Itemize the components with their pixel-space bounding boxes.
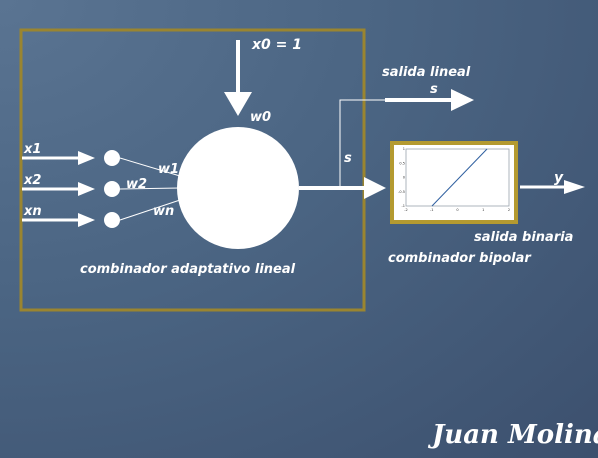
plot-y-tick-label: 0.5 [399,161,405,165]
input-arrow-xn [22,213,95,227]
input-xn-label: xn [23,204,42,219]
linear-output-label: salida lineal [382,65,471,80]
plot-y-tick-label: 1 [403,147,405,151]
plot-x-tick-label: 2 [508,208,510,212]
weight-w1-label: w1 [158,162,179,177]
plot-y-tick-label: -0.5 [398,190,405,194]
output-arrow-s [299,177,386,199]
plot-y-tick-label: -1 [402,204,406,208]
bias-input-label: x0 = 1 [251,37,302,53]
plot-x-tick-label: -1 [430,208,434,212]
plot-x-tick-label: 1 [482,208,484,212]
output-s-symbol: s [344,151,352,166]
plot-y-tick-label: 0 [403,176,405,180]
weight-wn-label: wn [153,204,174,219]
input-arrow-x2 [22,182,95,196]
weight-connections [119,157,181,221]
input-node-xn [104,212,120,228]
linear-output-symbol: s [430,82,438,97]
linear-output-branch [339,89,474,188]
input-x1-label: x1 [23,142,41,157]
plot-x-tick-label: -2 [404,208,408,212]
input-x2-label: x2 [23,173,41,188]
adaptive-combiner-label: combinador adaptativo lineal [80,262,296,277]
transfer-function-line [431,148,488,207]
input-node-x1 [104,150,120,166]
weight-w0-label: w0 [250,110,271,125]
output-y-symbol: y [554,170,564,186]
plot-frame [405,148,510,207]
binary-output-label: salida binaria [474,230,573,245]
summation-node [177,127,299,249]
plot-x-tick-label: 0 [456,208,458,212]
adaptive-combiner-frame [19,28,366,312]
bipolar-combiner-label: combinador bipolar [388,251,532,266]
output-arrow-y [520,180,585,194]
author-signature: Juan Molina [427,420,598,450]
weight-w2-label: w2 [126,177,147,192]
input-node-x2 [104,181,120,197]
bias-arrow [224,40,252,116]
input-arrow-x1 [22,151,95,165]
